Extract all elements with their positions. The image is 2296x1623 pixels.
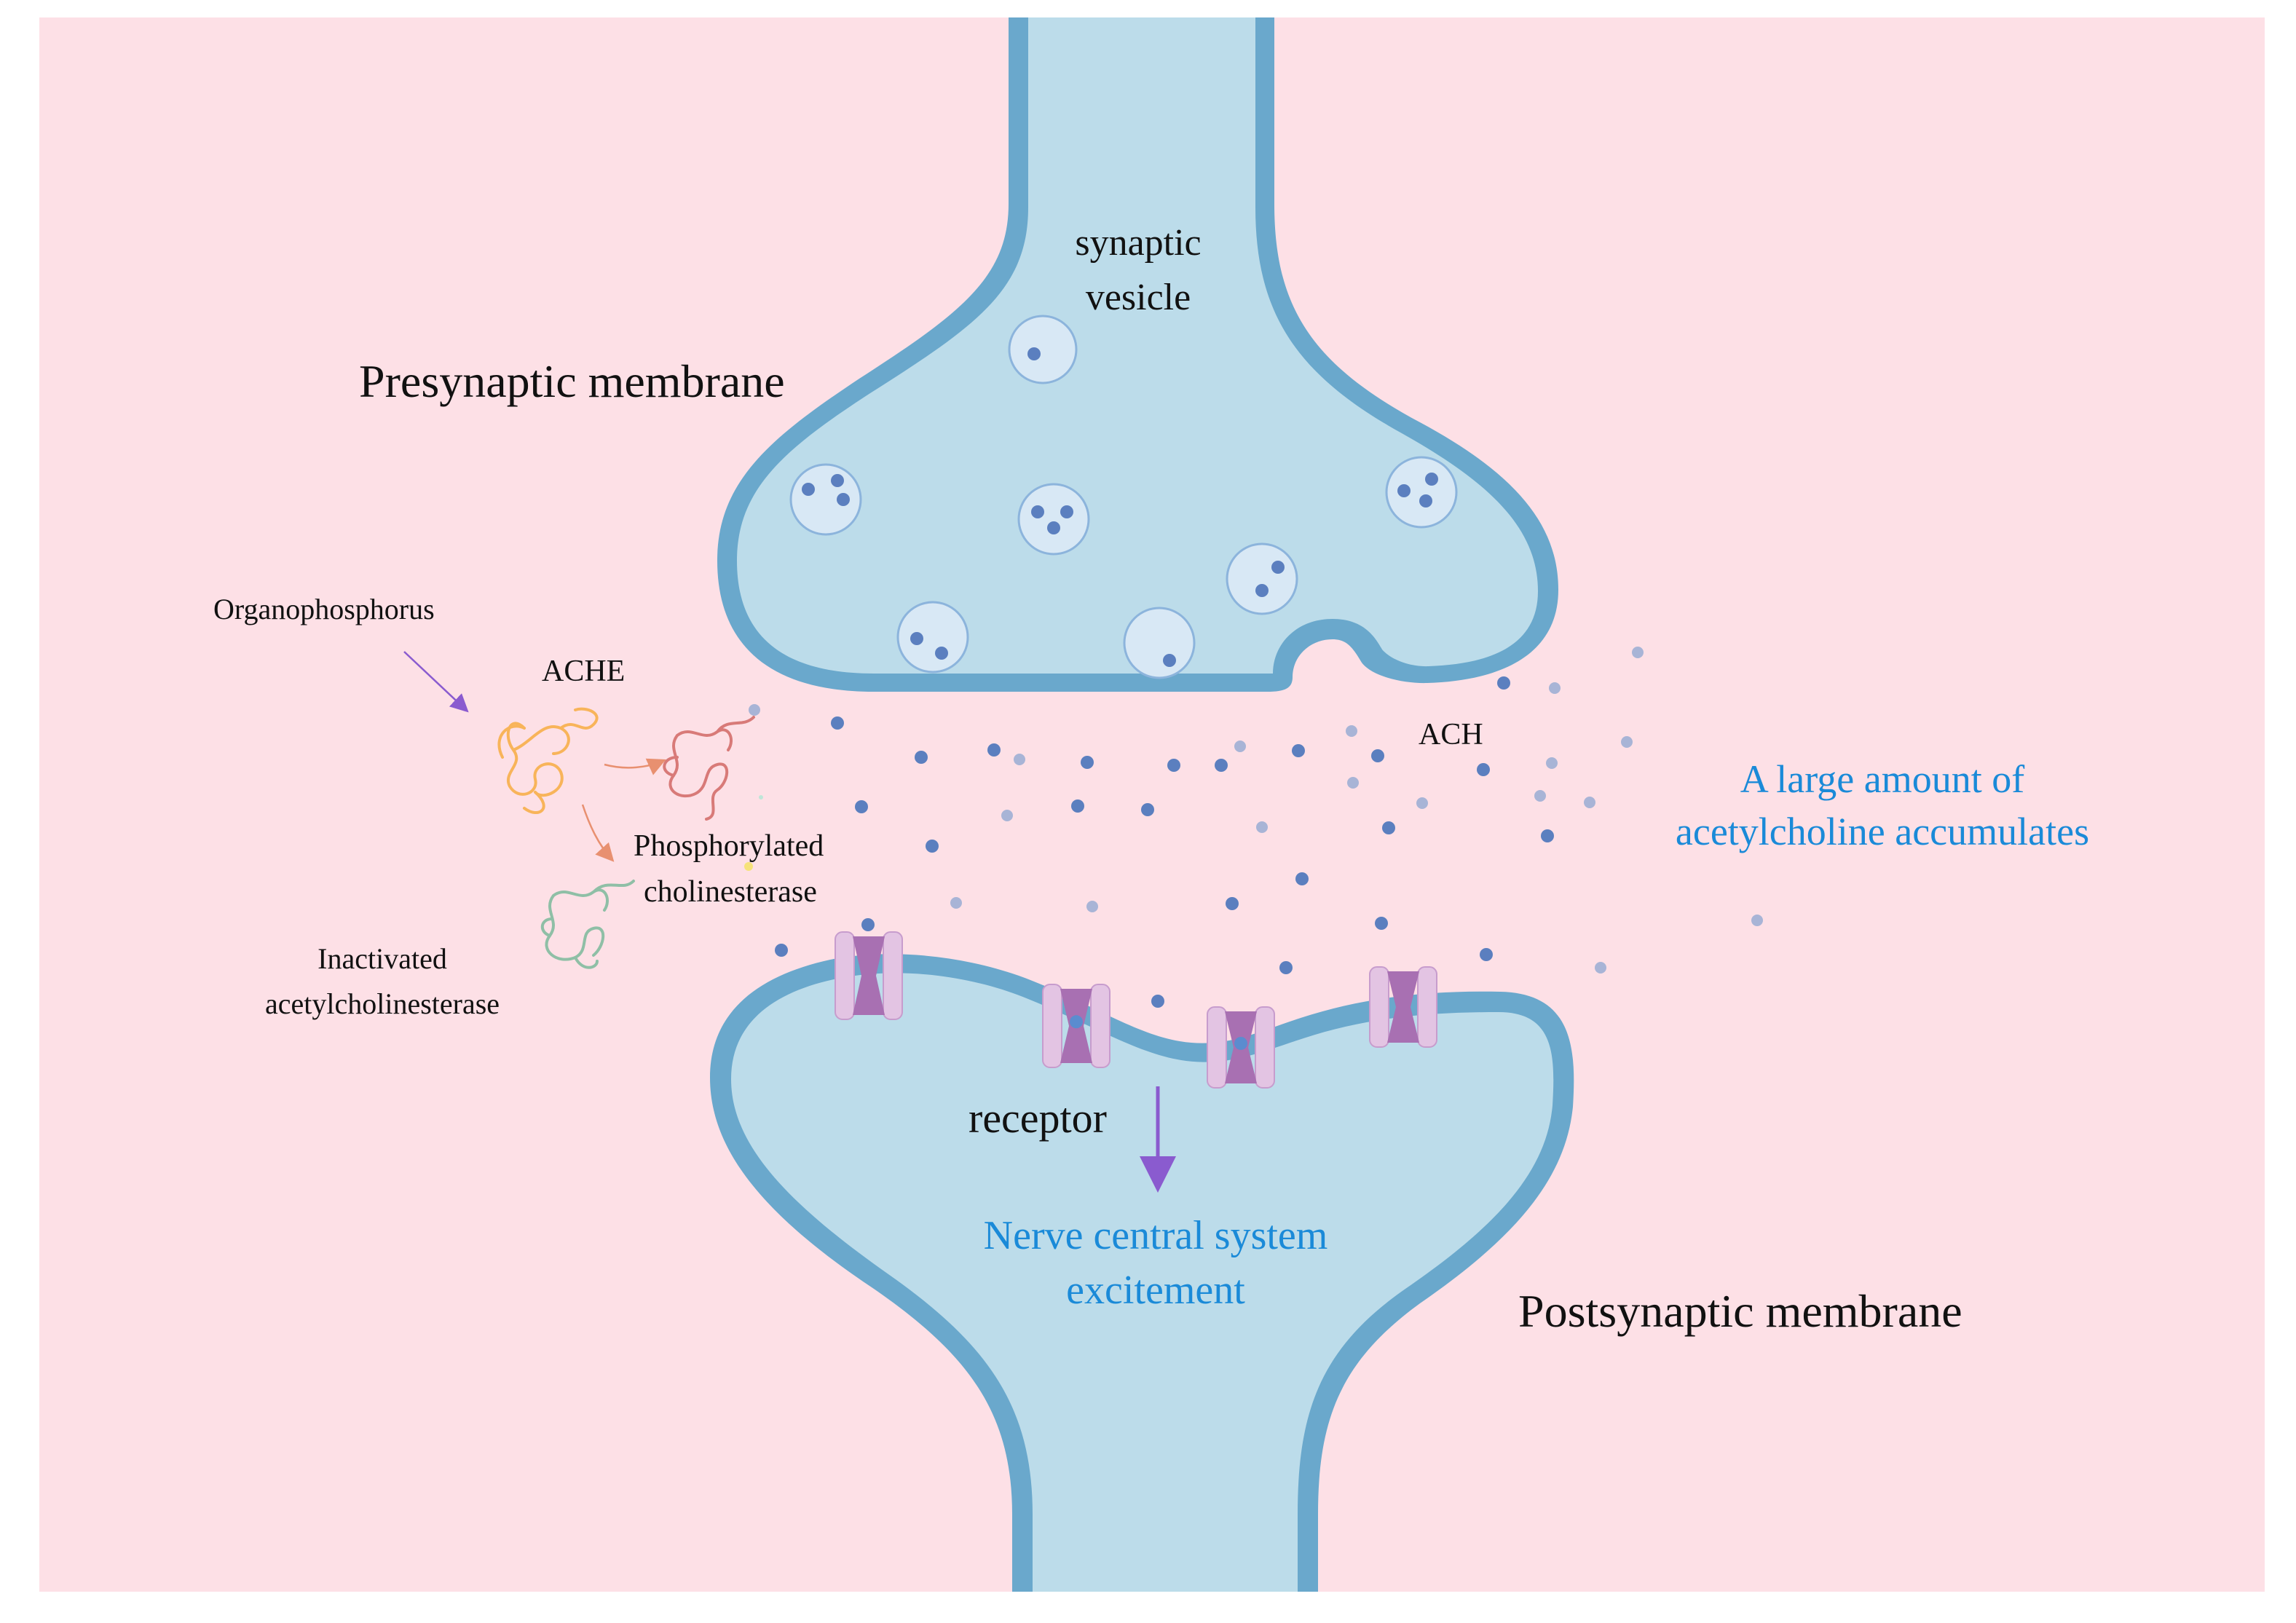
vesicle-ach-dot: [1031, 505, 1044, 518]
ach-dot: [1071, 799, 1084, 813]
acetylcholine-molecules: [749, 647, 1763, 1008]
ach-label: ACH: [1419, 718, 1483, 751]
vesicle-ach-dot: [1419, 494, 1432, 508]
presynaptic-terminal: [717, 17, 1558, 692]
synaptic-vesicles: [789, 315, 1458, 679]
ach-dot: [1346, 725, 1357, 737]
vesicle: [1123, 607, 1196, 679]
receptor-channel: [1042, 984, 1110, 1068]
ach-dot: [1382, 821, 1395, 834]
ach-dot: [1141, 803, 1154, 816]
inactivated-label-line2: acetylcholinesterase: [265, 987, 500, 1020]
bound-ach-dot: [1070, 1015, 1083, 1029]
ach-dot: [1014, 754, 1025, 765]
ach-dot: [950, 897, 962, 909]
ach-dot: [1279, 961, 1293, 974]
ach-dot: [1086, 901, 1098, 912]
ach-dot: [861, 918, 875, 931]
ach-dot: [1546, 757, 1558, 769]
ach-dot: [987, 743, 1001, 757]
ach-dot: [1292, 744, 1305, 757]
vesicle-ach-dot: [831, 474, 844, 487]
vesicle-ach-dot: [1060, 505, 1073, 518]
vesicle-ach-dot: [1047, 521, 1060, 534]
ache-enzyme-icon: [497, 707, 599, 815]
ach-dot: [1584, 797, 1595, 808]
vesicle-ach-dot: [1397, 484, 1411, 497]
vesicle-ach-dot: [1027, 347, 1041, 360]
bound-ach-dot: [1234, 1036, 1247, 1050]
ach-dot: [1167, 759, 1180, 772]
receptor-channel: [835, 931, 903, 1020]
vesicle-ach-dot: [1271, 561, 1285, 574]
ach-dot: [1226, 897, 1239, 910]
ach-dot: [775, 944, 788, 957]
organophosphorus-label: Organophosphorus: [213, 593, 435, 625]
receptor-channel: [1369, 966, 1437, 1048]
phosphorylated-label-line1: Phosphorylated: [634, 829, 824, 863]
vesicle-ach-dot: [1425, 473, 1438, 486]
vesicle-ach-dot: [935, 647, 948, 660]
ach-dot: [1081, 756, 1094, 769]
vesicle: [789, 463, 862, 536]
ache-label: ACHE: [542, 655, 625, 688]
synaptic-vesicle-label-line2: vesicle: [1086, 277, 1191, 318]
vesicle: [1226, 542, 1298, 615]
ach-dot: [1375, 917, 1388, 930]
ach-dot: [1595, 962, 1606, 974]
receptor-channel: [1207, 1006, 1275, 1089]
inactivated-label-line1: Inactivated: [317, 942, 447, 975]
phosphorylated-label-line2: cholinesterase: [644, 875, 817, 909]
ach-dot: [1347, 777, 1359, 789]
presynaptic-membrane-label: Presynaptic membrane: [359, 355, 785, 407]
ach-dot: [1477, 763, 1490, 776]
ach-dot: [1234, 741, 1246, 752]
ach-dot: [1549, 682, 1561, 694]
vesicle-ach-dot: [910, 632, 923, 645]
inactivated-enzyme-icon: [540, 880, 635, 969]
phosphate-dot: [744, 862, 753, 871]
ach-dot: [1621, 736, 1633, 748]
ach-dot: [831, 716, 844, 730]
vesicle: [896, 601, 969, 674]
vesicle: [1017, 483, 1090, 556]
accumulation-label-line1: A large amount of: [1740, 757, 2024, 801]
ach-dot: [1416, 797, 1428, 809]
vesicle-ach-dot: [1255, 584, 1269, 597]
ach-dot: [749, 704, 760, 716]
ach-dot: [926, 840, 939, 853]
vesicle-ach-dot: [837, 493, 850, 506]
postsynaptic-membrane-label: Postsynaptic membrane: [1518, 1285, 1962, 1337]
accumulation-label-line2: acetylcholine accumulates: [1676, 810, 2089, 853]
ach-dot: [1215, 759, 1228, 772]
receptors: [835, 931, 1437, 1089]
ach-dot: [1541, 829, 1554, 842]
ach-dot: [1151, 995, 1164, 1008]
ach-dot: [1497, 676, 1510, 690]
ach-dot: [1371, 749, 1384, 762]
synaptic-vesicle-label-line1: synaptic: [1075, 222, 1201, 264]
ach-dot: [1001, 810, 1013, 821]
ach-dot: [1751, 915, 1763, 926]
organophosphorus-arrow: [403, 651, 469, 713]
ach-dot: [1534, 790, 1546, 802]
excitement-label-line1: Nerve central system: [984, 1213, 1328, 1258]
postsynaptic-terminal: [710, 954, 1574, 1592]
vesicle-ach-dot: [1163, 654, 1176, 667]
excitement-label-line2: excitement: [1066, 1268, 1245, 1313]
ach-dot: [1632, 647, 1644, 658]
vesicle: [1008, 315, 1078, 384]
ach-dot: [1480, 948, 1493, 961]
receptor-label: receptor: [968, 1094, 1107, 1142]
small-molecule-dot: [759, 795, 763, 799]
ache-to-inactivated-arrow: [581, 804, 615, 862]
ache-to-phosphorylated-arrow: [604, 758, 666, 775]
ach-dot: [855, 800, 868, 813]
ach-dot: [915, 751, 928, 764]
vesicle: [1385, 456, 1458, 529]
vesicle-ach-dot: [802, 483, 815, 496]
ach-dot: [1256, 821, 1268, 833]
ach-dot: [1295, 872, 1309, 885]
